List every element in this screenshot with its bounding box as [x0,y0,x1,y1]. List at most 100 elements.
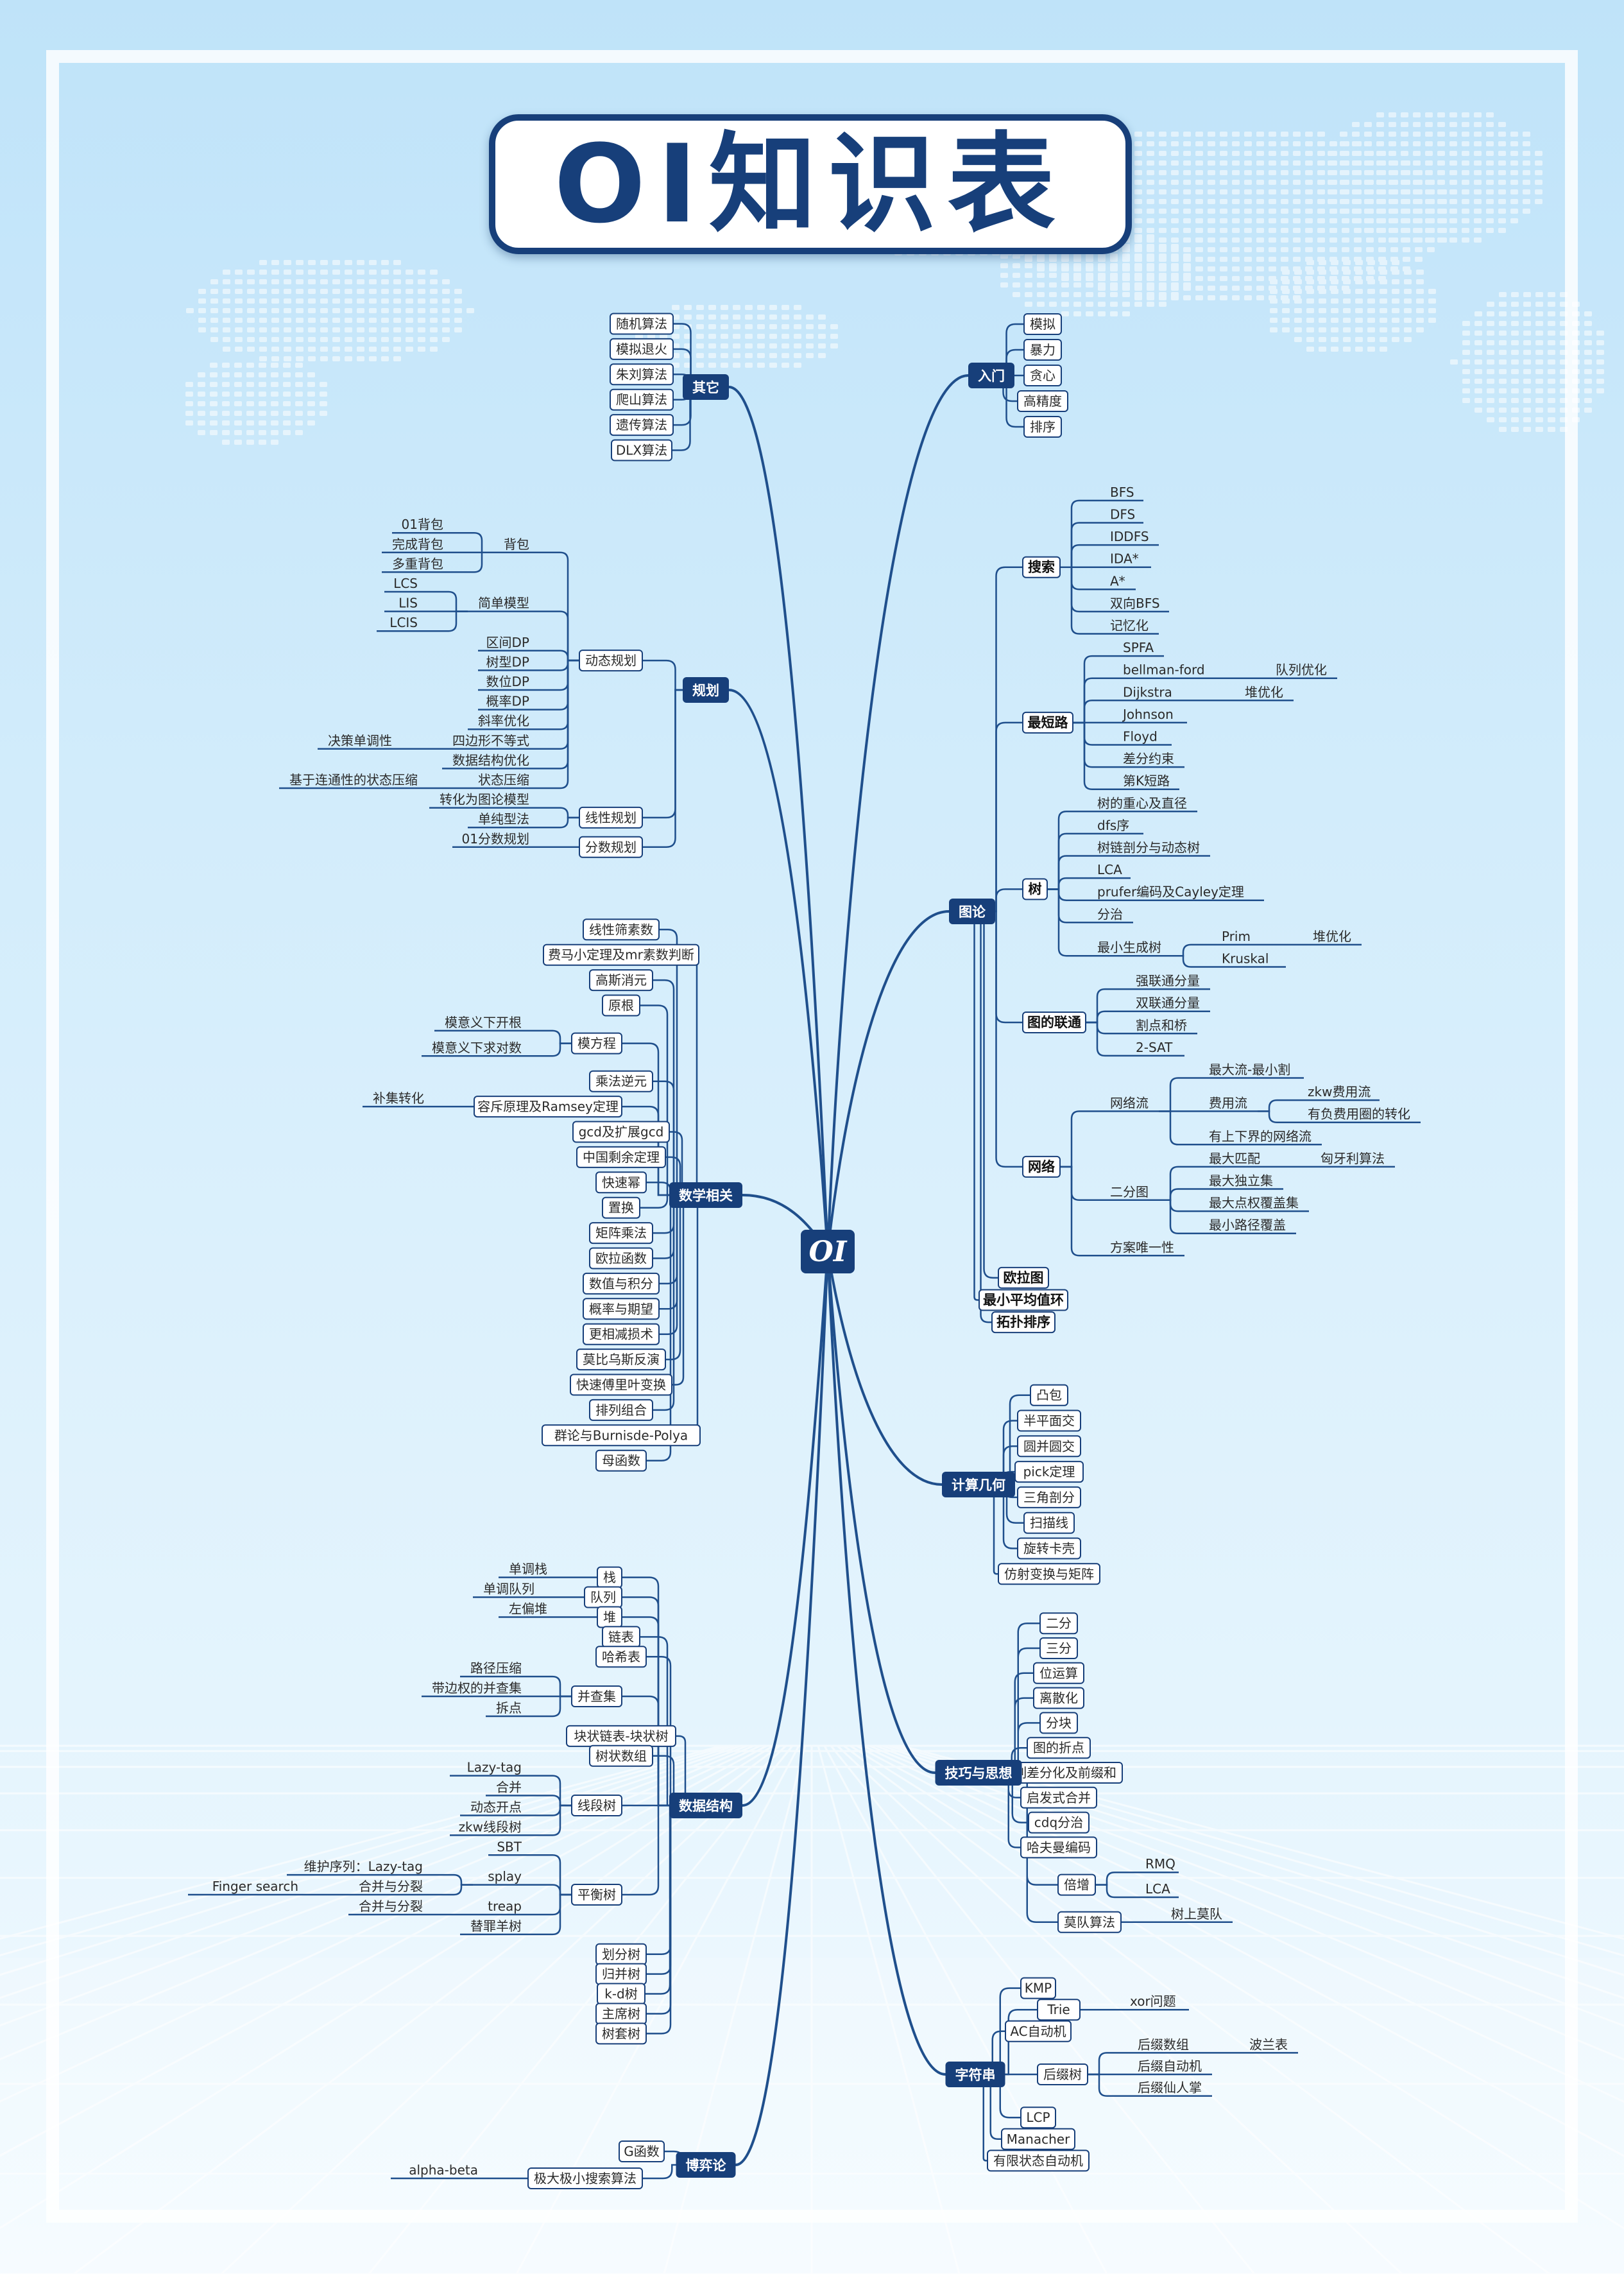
node-1-2-0[interactable]: 树的重心及直径 [1097,795,1187,811]
node-3-10-box[interactable] [1057,1873,1096,1896]
node-8[interactable]: 数据结构 [679,1798,733,1814]
node-2-7-box[interactable] [998,1563,1100,1585]
node-8-5-0[interactable]: 路径压缩 [470,1660,522,1676]
node-1-4-0-2[interactable]: 有上下界的网络流 [1209,1128,1312,1144]
node-7[interactable]: 数学相关 [679,1188,733,1203]
node-8-14-box[interactable] [595,2022,647,2045]
node-6-0-0[interactable]: 背包 [504,537,529,552]
node-8-4[interactable]: 哈希表 [602,1649,640,1664]
node-8-7[interactable]: 树状数组 [595,1748,647,1764]
node-7-8-box[interactable] [576,1146,666,1168]
node-6-0-1-1[interactable]: LIS [398,596,418,611]
node-1-5[interactable]: 欧拉图 [1004,1270,1044,1286]
node-6-0-9-0[interactable]: 基于连通性的状态压缩 [289,772,418,788]
node-1-1-6[interactable]: 第K短路 [1123,773,1170,789]
node-3-8-box[interactable] [1028,1811,1090,1834]
node-3-7[interactable]: 启发式合并 [1027,1790,1091,1805]
node-1-3-0[interactable]: 强联通分量 [1136,973,1200,988]
node-3-0-box[interactable] [1039,1612,1078,1635]
node-7-15-box[interactable] [583,1323,660,1345]
node-8-9-1-1[interactable]: 合并与分裂 [359,1879,423,1894]
node-8-9-2-0[interactable]: 合并与分裂 [359,1899,423,1914]
node-1-2-6-1[interactable]: Kruskal [1222,951,1269,967]
node-3-10-0[interactable]: RMQ [1145,1856,1175,1872]
node-0-1-box[interactable] [1023,339,1062,361]
node-6-0-1-2[interactable]: LCIS [389,615,418,630]
node-5-3-box[interactable] [610,388,674,411]
node-6-2-box[interactable] [579,836,643,858]
node-7-9[interactable]: 快速幂 [602,1175,640,1190]
node-8-9-1[interactable]: splay [488,1869,522,1884]
node-7-11[interactable]: 矩阵乘法 [595,1225,647,1241]
node-3-9[interactable]: 哈夫曼编码 [1027,1839,1091,1855]
node-2-5-box[interactable] [1023,1512,1075,1534]
node-1-4-0[interactable]: 网络流 [1110,1095,1149,1110]
node-3-9-box[interactable] [1020,1836,1097,1859]
node-8-0-0[interactable]: 单调栈 [509,1562,547,1577]
node-8-6[interactable]: 块状链表-块状树 [574,1728,668,1744]
node-2-0[interactable]: 凸包 [1036,1388,1062,1403]
node-7-1[interactable]: 费马小定理及mr素数判断 [548,947,694,963]
node-1-0-4[interactable]: A* [1110,573,1125,589]
node-1-3[interactable]: 图的联通 [1027,1015,1081,1030]
node-7-15[interactable]: 更相减损术 [589,1327,653,1342]
node-1[interactable]: 图论 [959,904,986,920]
node-8-8-3[interactable]: zkw线段树 [459,1819,522,1834]
node-4-2-box[interactable] [1005,2020,1072,2042]
node-7-4[interactable]: 模方程 [577,1036,616,1051]
node-1-3-2[interactable]: 割点和桥 [1136,1017,1187,1033]
node-8-5-2[interactable]: 拆点 [496,1700,522,1716]
node-6-2[interactable]: 分数规划 [585,840,637,855]
node-0-4[interactable]: 排序 [1030,419,1056,435]
node-1-4[interactable]: 网络 [1028,1159,1055,1175]
node-1-box[interactable] [949,899,995,924]
node-7-20-box[interactable] [595,1449,647,1472]
node-2-6-box[interactable] [1017,1537,1081,1560]
node-1-1-1-0[interactable]: 队列优化 [1276,662,1327,678]
node-3-10-1[interactable]: LCA [1145,1881,1170,1897]
node-2-2[interactable]: 圆并圆交 [1023,1438,1075,1454]
node-1-2[interactable]: 树 [1029,881,1042,897]
node-1-3-box[interactable] [1022,1012,1086,1033]
node-2-3-box[interactable] [1014,1461,1084,1483]
node-8-9-box[interactable] [571,1884,622,1906]
node-1-5-box[interactable] [998,1266,1049,1289]
node-1-4-0-1-0[interactable]: zkw费用流 [1308,1084,1371,1099]
node-1-0-1[interactable]: DFS [1110,507,1135,522]
node-4[interactable]: 字符串 [955,2067,996,2083]
node-1-4-box[interactable] [1022,1155,1061,1178]
node-0-box[interactable] [968,363,1014,388]
node-8-10[interactable]: 划分树 [602,1947,640,1962]
node-3-0[interactable]: 二分 [1046,1615,1072,1631]
node-6-0-2[interactable]: 区间DP [486,635,529,650]
node-2-3[interactable]: pick定理 [1023,1464,1075,1479]
node-8-9-1-1-0[interactable]: Finger search [212,1879,298,1894]
node-7-7-box[interactable] [572,1121,670,1143]
node-4-0-box[interactable] [1020,1977,1056,1999]
node-8-12[interactable]: k-d树 [604,1986,638,2002]
node-1-1-5[interactable]: 差分约束 [1123,751,1174,766]
node-8-7-box[interactable] [589,1744,653,1767]
node-0-3-box[interactable] [1017,390,1068,412]
node-7-10-box[interactable] [602,1196,640,1219]
node-3-box[interactable] [935,1760,1022,1786]
node-7-4-box[interactable] [571,1032,622,1055]
node-8-9-1-0[interactable]: 维护序列：Lazy-tag [304,1859,423,1874]
node-8-14[interactable]: 树套树 [602,2026,640,2041]
node-0[interactable]: 入门 [978,368,1005,384]
node-6-0-0-1[interactable]: 完成背包 [392,537,443,552]
node-7-6-0[interactable]: 补集转化 [373,1090,424,1106]
node-1-0-5[interactable]: 双向BFS [1110,596,1160,611]
node-7-8[interactable]: 中国剩余定理 [583,1150,660,1165]
node-1-4-2[interactable]: 方案唯一性 [1110,1239,1174,1255]
node-7-17[interactable]: 快速傅里叶变换 [576,1377,666,1393]
node-1-3-1[interactable]: 双联通分量 [1136,995,1200,1011]
node-4-3-0[interactable]: 后缀数组 [1138,2037,1189,2052]
node-1-4-1-0-0[interactable]: 匈牙利算法 [1321,1151,1385,1166]
node-1-0-0[interactable]: BFS [1110,485,1134,500]
node-4-3-box[interactable] [1037,2063,1088,2085]
node-4-2[interactable]: AC自动机 [1010,2024,1066,2039]
node-6-1-box[interactable] [579,806,643,829]
node-3-2[interactable]: 位运算 [1039,1666,1078,1681]
node-2-7[interactable]: 仿射变换与矩阵 [1004,1566,1094,1581]
